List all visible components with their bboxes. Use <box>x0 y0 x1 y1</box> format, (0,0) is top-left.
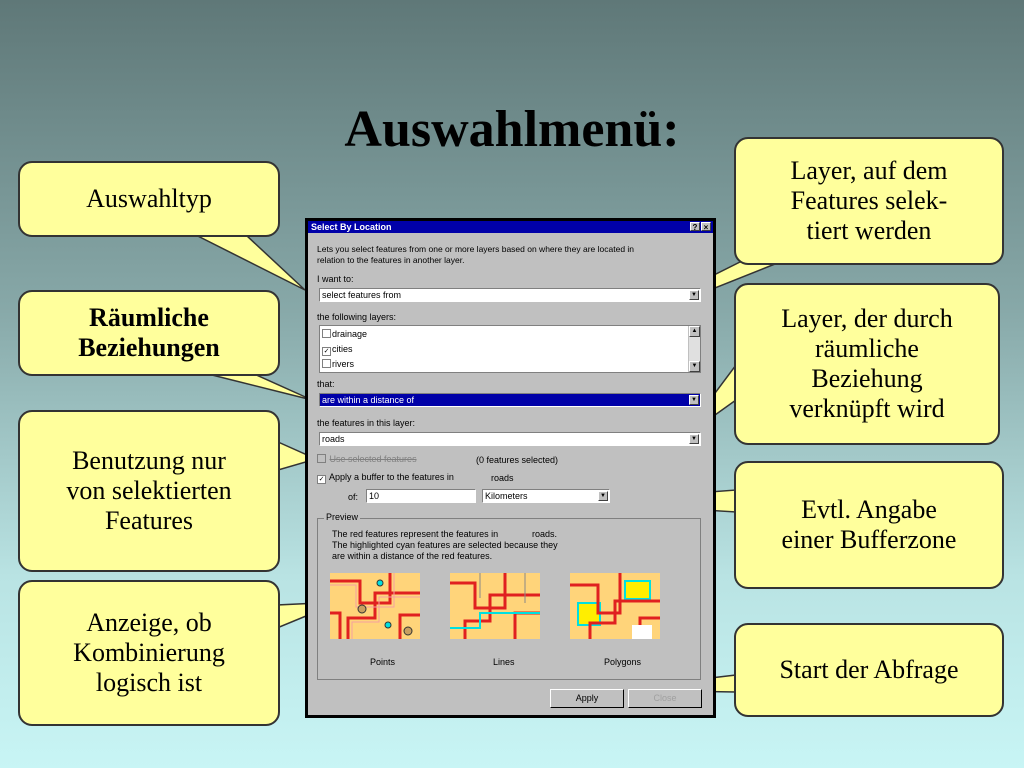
preview-points-label: Points <box>370 657 396 667</box>
features-layer-label: the features in this layer: <box>317 418 416 428</box>
of-label: of: <box>348 492 359 502</box>
source-layer-dropdown[interactable]: roads ▼ <box>319 432 701 446</box>
callout-layer-der-durch: Layer, der durch räumliche Beziehung ver… <box>734 283 1000 445</box>
layer-item-rivers[interactable]: rivers <box>322 358 354 371</box>
callout-layer-auf-line1: Layer, auf dem <box>790 156 948 185</box>
callout-layer-der-line3: Beziehung <box>811 364 923 393</box>
preview-text-line3: are within a distance of the red feature… <box>332 551 493 561</box>
apply-button[interactable]: Apply <box>550 689 624 708</box>
selection-method-value: select features from <box>322 290 402 300</box>
preview-points-image <box>330 573 420 639</box>
callout-anzeige-line3: logisch ist <box>95 668 203 697</box>
spatial-relationship-value: are within a distance of <box>322 395 415 405</box>
layer-name: cities <box>332 344 353 354</box>
callout-bufferzone: Evtl. Angabe einer Bufferzone <box>734 461 1004 589</box>
apply-buffer-label: Apply a buffer to the features in <box>329 472 454 482</box>
buffer-layer-name: roads <box>491 473 514 483</box>
help-button[interactable]: ? <box>690 222 700 232</box>
layer-item-drainage[interactable]: drainage <box>322 328 367 341</box>
close-window-button[interactable]: × <box>701 222 711 232</box>
callout-anzeige-line1: Anzeige, ob <box>86 608 212 637</box>
source-layer-value: roads <box>322 434 345 444</box>
callout-benutzung-line1: Benutzung nur <box>72 446 226 475</box>
spatial-relationship-dropdown[interactable]: are within a distance of ▼ <box>319 393 701 407</box>
slide-title: Auswahlmenü: <box>344 101 680 158</box>
preview-group: Preview The red features represent the f… <box>317 512 701 680</box>
chevron-down-icon[interactable]: ▼ <box>598 491 608 501</box>
want-label: I want to: <box>317 274 354 284</box>
callout-layer-der-line2: räumliche <box>815 334 919 363</box>
buffer-distance-input[interactable]: 10 <box>366 489 476 503</box>
callout-benutzung: Benutzung nur von selektierten Features <box>18 410 280 572</box>
layer-name: drainage <box>332 329 368 339</box>
dialog-title: Select By Location <box>311 222 392 232</box>
callout-layer-auf-line2: Features selek- <box>790 186 948 215</box>
layer-name: rivers <box>332 359 354 369</box>
select-by-location-dialog: Select By Location ? × Lets you select f… <box>305 218 716 718</box>
callout-buffer-line2: einer Bufferzone <box>781 525 957 554</box>
layer-item-cities[interactable]: ✓cities <box>322 343 353 356</box>
callout-auswahltyp: Auswahltyp <box>18 161 280 237</box>
callout-auswahltyp-text: Auswahltyp <box>86 184 212 213</box>
intro-text-line2: relation to the features in another laye… <box>317 255 465 265</box>
callout-benutzung-line2: von selektierten <box>66 476 232 505</box>
callout-raeumliche-beziehungen: Räumliche Beziehungen <box>18 290 280 376</box>
callout-raeumliche-line2: Beziehungen <box>78 333 220 362</box>
that-label: that: <box>317 379 335 389</box>
intro-text-line1: Lets you select features from one or mor… <box>317 244 635 254</box>
callout-start: Start der Abfrage <box>734 623 1004 717</box>
buffer-units-dropdown[interactable]: Kilometers ▼ <box>482 489 610 503</box>
apply-buffer-option[interactable]: ✓ Apply a buffer to the features in <box>317 472 454 484</box>
callout-raeumliche-line1: Räumliche <box>89 303 209 332</box>
callout-layer-auf-dem: Layer, auf dem Features selek- tiert wer… <box>734 137 1004 265</box>
preview-text-line2: The highlighted cyan features are select… <box>332 540 558 550</box>
scroll-up-icon[interactable]: ▲ <box>689 326 700 337</box>
callout-buffer-line1: Evtl. Angabe <box>801 495 937 524</box>
callout-layer-der-line1: Layer, der durch <box>781 304 953 333</box>
preview-lines-label: Lines <box>493 657 515 667</box>
preview-text-layer: roads. <box>532 529 558 539</box>
target-layers-list[interactable]: drainage ✓cities rivers ▲ ▼ <box>319 325 701 373</box>
chevron-down-icon[interactable]: ▼ <box>689 395 699 405</box>
checkbox-rivers[interactable] <box>322 359 331 368</box>
scroll-down-icon[interactable]: ▼ <box>689 361 700 372</box>
layers-label: the following layers: <box>317 312 397 322</box>
preview-lines-image <box>450 573 540 639</box>
buffer-units-value: Kilometers <box>485 491 528 501</box>
callout-anzeige-line2: Kombinierung <box>73 638 225 667</box>
preview-text-line1: The red features represent the features … <box>332 529 499 539</box>
use-selected-label: Use selected features <box>329 454 417 464</box>
layers-scrollbar[interactable]: ▲ ▼ <box>688 326 700 372</box>
preview-polygons-label: Polygons <box>604 657 642 667</box>
selection-method-dropdown[interactable]: select features from ▼ <box>319 288 701 302</box>
preview-label: Preview <box>324 512 361 522</box>
use-selected-checkbox[interactable] <box>317 454 326 463</box>
preview-polygons-image <box>570 573 660 639</box>
dialog-body: Select By Location ? × Lets you select f… <box>308 221 713 715</box>
dialog-titlebar: Select By Location ? × <box>308 221 713 233</box>
callout-benutzung-line3: Features <box>104 506 194 535</box>
chevron-down-icon[interactable]: ▼ <box>689 290 699 300</box>
chevron-down-icon[interactable]: ▼ <box>689 434 699 444</box>
features-selected-count: (0 features selected) <box>476 455 559 465</box>
callout-start-text: Start der Abfrage <box>779 655 959 684</box>
close-button[interactable]: Close <box>628 689 702 708</box>
use-selected-option[interactable]: Use selected features <box>317 454 417 464</box>
callout-anzeige: Anzeige, ob Kombinierung logisch ist <box>18 580 280 726</box>
callout-layer-der-line4: verknüpft wird <box>789 394 945 423</box>
callout-layer-auf-line3: tiert werden <box>806 216 932 245</box>
apply-buffer-checkbox[interactable]: ✓ <box>317 475 326 484</box>
checkbox-drainage[interactable] <box>322 329 331 338</box>
checkbox-cities[interactable]: ✓ <box>322 347 331 356</box>
